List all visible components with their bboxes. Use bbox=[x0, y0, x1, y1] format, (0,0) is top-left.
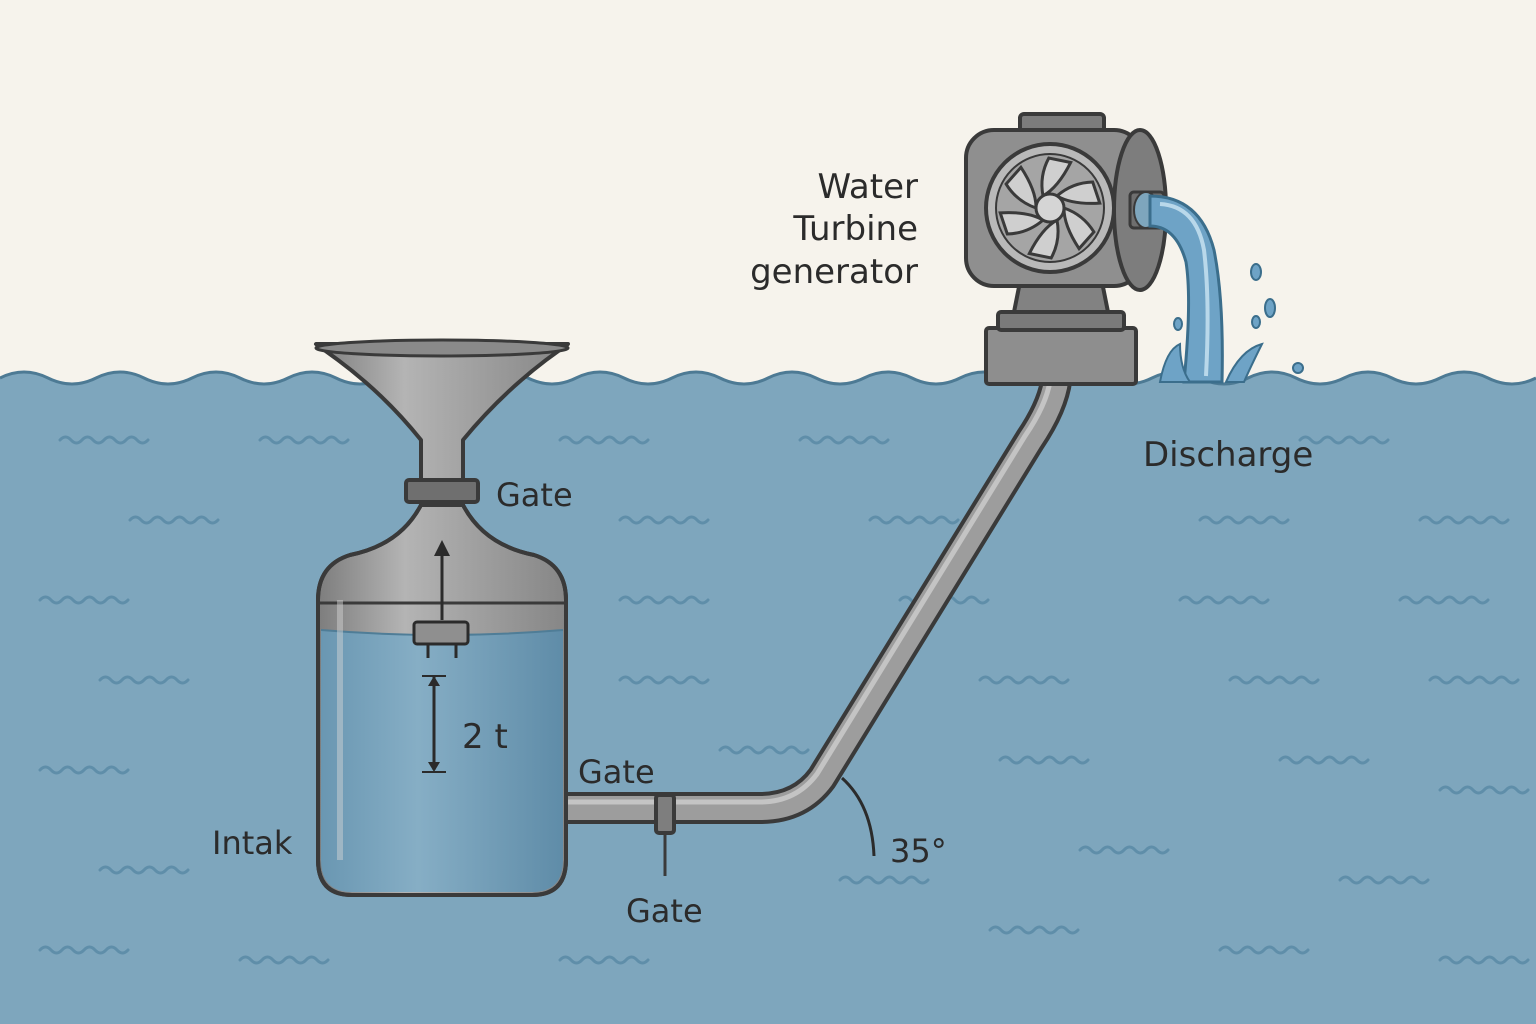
turbine-blade bbox=[1027, 217, 1060, 260]
lift-dimension-arrow bbox=[422, 675, 446, 773]
turbine-base bbox=[984, 326, 1138, 386]
wave-ripple bbox=[798, 435, 890, 445]
label-turbine-line1: Water bbox=[817, 167, 918, 207]
turbine-blade bbox=[998, 211, 1046, 236]
wave-ripple bbox=[1438, 955, 1530, 965]
pipe-gate-valve bbox=[654, 793, 676, 876]
float-indicator bbox=[412, 540, 470, 658]
angle-arc bbox=[840, 776, 876, 857]
wave-ripple bbox=[1198, 515, 1290, 525]
label-turbine-line3: generator bbox=[750, 252, 918, 292]
sea-surface-line bbox=[0, 370, 1536, 386]
wave-ripple bbox=[618, 675, 710, 685]
wave-ripple bbox=[238, 955, 330, 965]
wave-ripple bbox=[128, 515, 220, 525]
wave-ripple bbox=[558, 955, 650, 965]
wave-ripple bbox=[618, 515, 710, 525]
wave-ripple bbox=[838, 875, 930, 885]
wave-ripples bbox=[38, 435, 1530, 965]
label-gate-bottom: Gate bbox=[626, 892, 703, 930]
top-gate-collar bbox=[404, 478, 480, 504]
water-turbine-generator bbox=[964, 112, 1168, 386]
wave-ripple bbox=[1278, 755, 1370, 765]
wave-ripple bbox=[1178, 595, 1270, 605]
wave-ripple bbox=[1398, 595, 1490, 605]
wave-ripple bbox=[258, 435, 350, 445]
label-intake: Intak bbox=[212, 824, 293, 862]
turbine-blade bbox=[1040, 156, 1073, 199]
turbine-blade bbox=[1004, 164, 1038, 211]
wave-ripple bbox=[1218, 945, 1310, 955]
wave-ripple bbox=[58, 435, 150, 445]
wave-ripple bbox=[868, 515, 960, 525]
label-discharge: Discharge bbox=[1143, 435, 1313, 475]
wave-ripple bbox=[988, 925, 1080, 935]
label-angle: 35° bbox=[890, 832, 947, 870]
wave-ripple bbox=[978, 675, 1070, 685]
wave-ripple bbox=[1228, 675, 1320, 685]
discharge-stream bbox=[1148, 194, 1304, 384]
wave-ripple bbox=[1438, 785, 1530, 795]
wave-ripple bbox=[998, 755, 1090, 765]
label-lift: 2 t bbox=[462, 717, 508, 757]
wave-ripple bbox=[1428, 675, 1520, 685]
wave-ripple bbox=[38, 945, 130, 955]
wave-ripple bbox=[38, 595, 130, 605]
label-turbine-line2: Turbine bbox=[792, 209, 918, 249]
wave-ripple bbox=[1418, 515, 1510, 525]
wave-ripple bbox=[1298, 435, 1390, 445]
turbine-blade bbox=[1062, 205, 1096, 252]
wave-ripple bbox=[1338, 875, 1430, 885]
penstock-pipe bbox=[565, 369, 1073, 824]
wave-ripple bbox=[618, 595, 710, 605]
wave-ripple bbox=[718, 745, 810, 755]
wave-ripple bbox=[558, 435, 650, 445]
wave-ripple bbox=[98, 865, 190, 875]
tank-water bbox=[321, 630, 563, 892]
label-gate-middle: Gate bbox=[578, 753, 655, 791]
wave-ripple bbox=[98, 675, 190, 685]
wave-ripple bbox=[1078, 845, 1170, 855]
label-gate-top: Gate bbox=[496, 476, 573, 514]
wave-ripple bbox=[38, 765, 130, 775]
turbine-blade bbox=[1054, 180, 1102, 205]
intake-tank bbox=[314, 338, 570, 897]
